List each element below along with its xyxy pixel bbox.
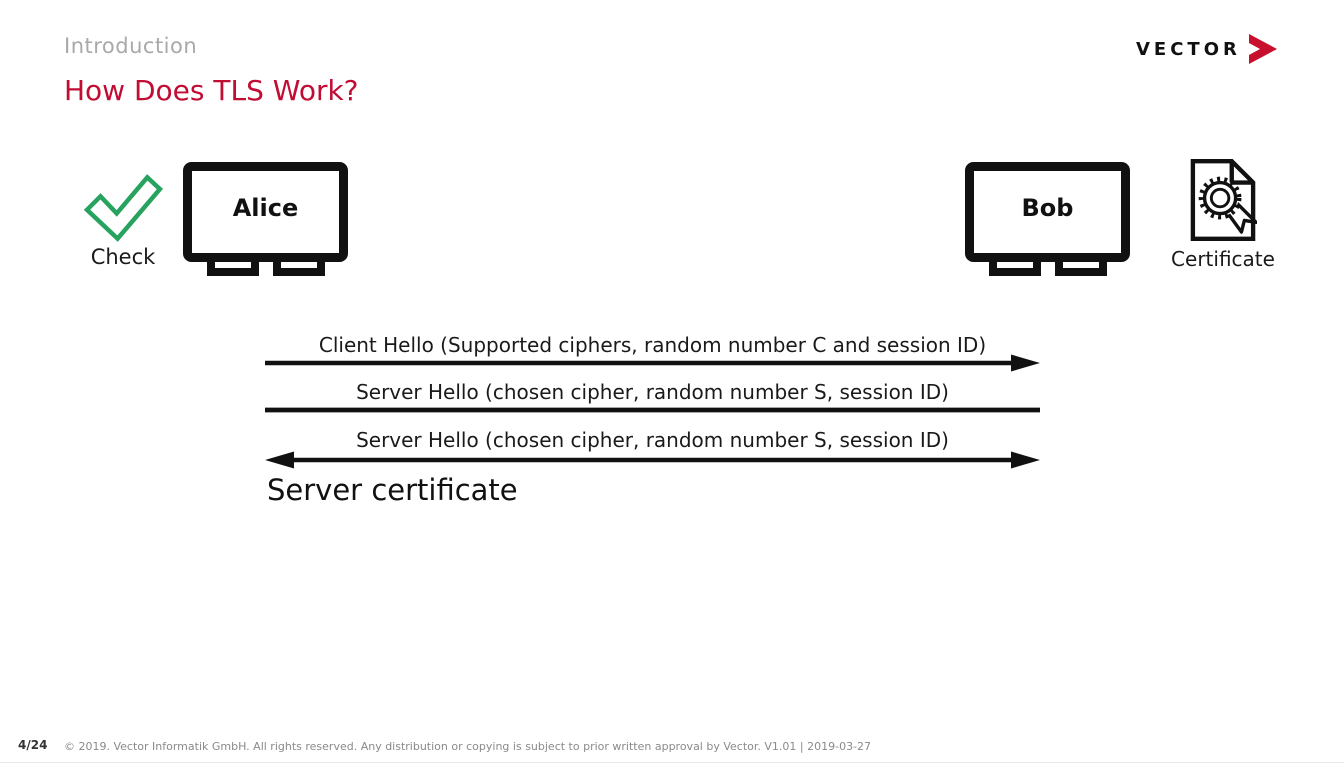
check-label: Check [90,245,156,269]
section-label: Introduction [64,34,198,58]
vector-logo-text: VECTOR [1136,38,1241,60]
bob-computer: Bob [965,162,1130,279]
check-group: Check [78,172,168,269]
certificate-icon [1190,158,1257,242]
message-server-hello-label: Server Hello (chosen cipher, random numb… [356,380,949,404]
server-certificate-note: Server certificate [267,473,518,507]
bob-label: Bob [1021,194,1074,222]
computer-icon [965,162,1130,276]
page-number: 4/24 [18,738,48,752]
message-server-hello-label: Server Hello (chosen cipher, random numb… [356,428,949,452]
line-icon [265,400,1040,420]
arrow-both-icon [265,450,1040,470]
alice-label: Alice [232,194,299,222]
bottom-divider [0,762,1344,763]
computer-icon [183,162,348,276]
message-client-hello-label: Client Hello (Supported ciphers, random … [318,333,987,357]
certificate-group: Certificate [1163,158,1283,271]
arrow-right-icon [265,353,1040,373]
certificate-label: Certificate [1171,247,1275,271]
page-title: How Does TLS Work? [64,74,359,107]
copyright-text: © 2019. Vector Informatik GmbH. All righ… [64,740,872,753]
check-icon [83,174,164,242]
vector-logo: VECTOR [1136,34,1277,64]
vector-chevron-icon [1248,34,1277,64]
alice-computer: Alice [183,162,348,279]
